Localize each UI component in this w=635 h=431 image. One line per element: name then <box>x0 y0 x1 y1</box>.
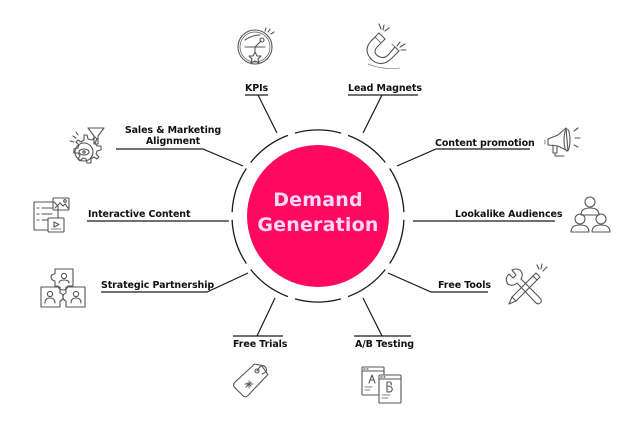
connectors <box>87 94 555 337</box>
ab-test-pages-icon <box>361 366 402 404</box>
ring-segment <box>389 219 405 264</box>
magnet-icon <box>366 23 407 69</box>
ring-segment <box>231 168 247 213</box>
ring-segment <box>250 134 289 163</box>
connector-ab-testing <box>362 297 383 337</box>
label-lookalike-audiences: Lookalike Audiences <box>455 209 563 220</box>
connector-free-trials <box>256 297 276 337</box>
label-interactive-content: Interactive Content <box>88 209 191 220</box>
label-lead-magnets: Lead Magnets <box>348 83 422 94</box>
label-content-promotion: Content promotion <box>435 138 535 149</box>
people-group-icon <box>570 196 611 233</box>
wrench-pencil-icon <box>505 263 548 305</box>
connector-kpis <box>257 94 278 134</box>
connector-strategic-partnership <box>101 272 249 293</box>
kpi-target-star-icon <box>237 27 275 65</box>
media-documents-icon <box>33 197 70 233</box>
connector-free-tools <box>387 272 488 293</box>
ring-segment <box>294 298 342 303</box>
label-sales-marketing: Sales & Marketing Alignment <box>113 125 233 147</box>
ring-segment <box>389 168 405 213</box>
puzzle-people-icon <box>40 268 86 308</box>
label-free-tools: Free Tools <box>438 280 491 291</box>
hub-circle <box>247 145 389 287</box>
label-sales-marketing-line1: Sales & Marketing <box>124 125 222 136</box>
price-tag-icon <box>233 363 269 398</box>
ring-segment <box>347 269 386 298</box>
label-free-trials: Free Trials <box>233 339 288 350</box>
connector-content-promotion <box>396 148 530 167</box>
hub-label: Demand Generation <box>248 188 388 238</box>
ring-segment <box>347 134 386 163</box>
label-ab-testing: A/B Testing <box>355 339 414 350</box>
connector-sales-marketing <box>116 148 244 167</box>
hub-label-line1: Demand <box>273 189 363 211</box>
megaphone-icon <box>544 127 581 157</box>
label-strategic-partnership: Strategic Partnership <box>101 280 215 291</box>
hub-label-line2: Generation <box>257 214 379 236</box>
ring-segment <box>250 269 289 298</box>
ring-segment <box>231 219 247 264</box>
label-sales-marketing-line2: Alignment <box>145 136 201 147</box>
ring-segment <box>294 129 342 134</box>
funnel-gear-icon <box>69 127 105 164</box>
label-kpis: KPIs <box>245 83 269 94</box>
outer-ring <box>231 129 405 303</box>
connector-lead-magnets <box>362 94 383 134</box>
